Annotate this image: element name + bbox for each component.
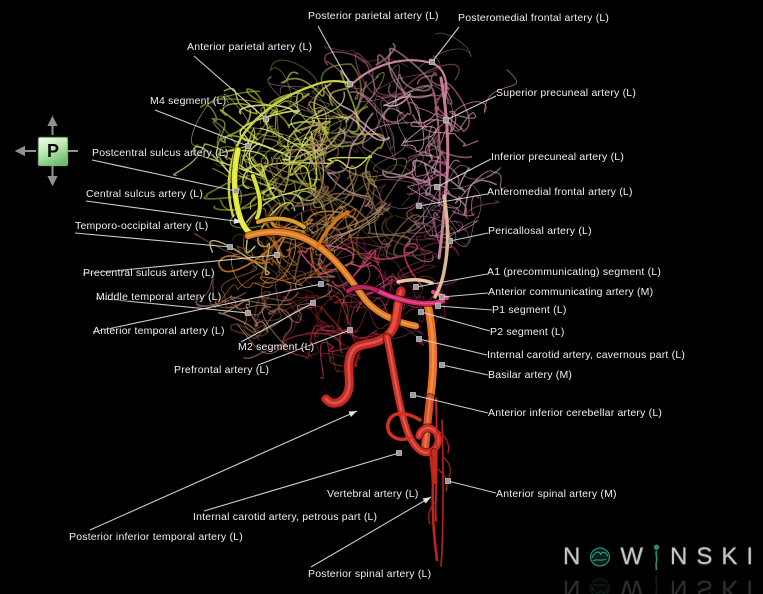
logo-letter-k: K <box>721 575 738 594</box>
artery-label[interactable]: Middle temporal artery (L) <box>96 291 222 303</box>
logo-letter-s: S <box>696 543 713 570</box>
artery-label[interactable]: Anterior temporal artery (L) <box>93 325 225 337</box>
cortical-vessel-tangle <box>173 32 517 380</box>
artery-label[interactable]: Anterior inferior cerebellar artery (L) <box>488 407 663 419</box>
artery-label[interactable]: Inferior precuneal artery (L) <box>491 151 625 163</box>
artery-label[interactable]: Pericallosal artery (L) <box>488 225 592 237</box>
orientation-arrows <box>14 115 78 187</box>
brainstem-i-icon <box>653 544 660 570</box>
artery-label[interactable]: Internal carotid artery, petrous part (L… <box>193 511 378 523</box>
major-arteries <box>227 59 451 567</box>
rotate-left-arrowhead[interactable] <box>14 145 25 157</box>
artery-label[interactable]: P2 segment (L) <box>490 326 565 338</box>
artery-label[interactable]: P1 segment (L) <box>492 304 567 316</box>
artery-label[interactable]: A1 (precommunicating) segment (L) <box>487 266 662 278</box>
logo-letter-i2: I <box>746 575 754 594</box>
artery-label[interactable]: Anterior spinal artery (M) <box>496 488 617 500</box>
artery-label[interactable]: Internal carotid artery, cavernous part … <box>487 349 686 361</box>
logo-letter-n1: N <box>563 575 581 594</box>
anchor-markers <box>227 59 453 504</box>
orientation-control: P <box>8 110 92 194</box>
rotate-up-arrowhead[interactable] <box>47 115 58 126</box>
artery-label[interactable]: Anteromedial frontal artery (L) <box>487 186 633 198</box>
artery-label[interactable]: Superior precuneal artery (L) <box>496 87 637 99</box>
brainstem-i-icon <box>655 575 658 594</box>
artery-label[interactable]: Basilar artery (M) <box>488 369 573 381</box>
artery-label[interactable]: Posterior parietal artery (L) <box>308 10 439 22</box>
artery-label[interactable]: Vertebral artery (L) <box>327 488 419 500</box>
artery-label[interactable]: M4 segment (L) <box>150 95 227 107</box>
logo-letter-w: W <box>620 543 643 570</box>
artery-label[interactable]: Central sulcus artery (L) <box>86 188 204 200</box>
artery-label[interactable]: Anterior communicating artery (M) <box>488 286 654 298</box>
logo-letter-i2: I <box>746 543 754 570</box>
logo-letter-n2: N <box>670 543 688 570</box>
logo-letter-w: W <box>620 575 643 594</box>
leader-lines <box>74 25 497 568</box>
artery-label[interactable]: Prefrontal artery (L) <box>174 364 270 376</box>
brain-o-icon <box>590 546 611 567</box>
orientation-button-posterior[interactable]: P <box>38 137 68 166</box>
artery-label[interactable]: Posterior inferior temporal artery (L) <box>69 531 243 543</box>
logo-letter-n1: N <box>563 543 581 570</box>
nowinski-logo-text: N W N S K I <box>563 542 755 572</box>
artery-label[interactable]: M2 segment (L) <box>238 341 315 353</box>
rotate-down-arrowhead[interactable] <box>47 176 58 187</box>
logo-letter-s: S <box>696 575 713 594</box>
brain-o-icon <box>590 578 611 594</box>
artery-label[interactable]: Posteromedial frontal artery (L) <box>458 12 610 24</box>
nowinski-logo: N W N S K I N W <box>563 542 755 594</box>
artery-label[interactable]: Precentral sulcus artery (L) <box>83 267 215 279</box>
artery-label[interactable]: Temporo-occipital artery (L) <box>75 220 209 232</box>
artery-label[interactable]: Posterior spinal artery (L) <box>308 568 432 580</box>
nowinski-logo-reflection: N W N S K I <box>563 573 755 594</box>
artery-label[interactable]: Postcentral sulcus artery (L) <box>92 147 229 159</box>
logo-letter-k: K <box>721 543 738 570</box>
logo-letter-n2: N <box>670 575 688 594</box>
artery-label[interactable]: Anterior parietal artery (L) <box>187 41 313 53</box>
